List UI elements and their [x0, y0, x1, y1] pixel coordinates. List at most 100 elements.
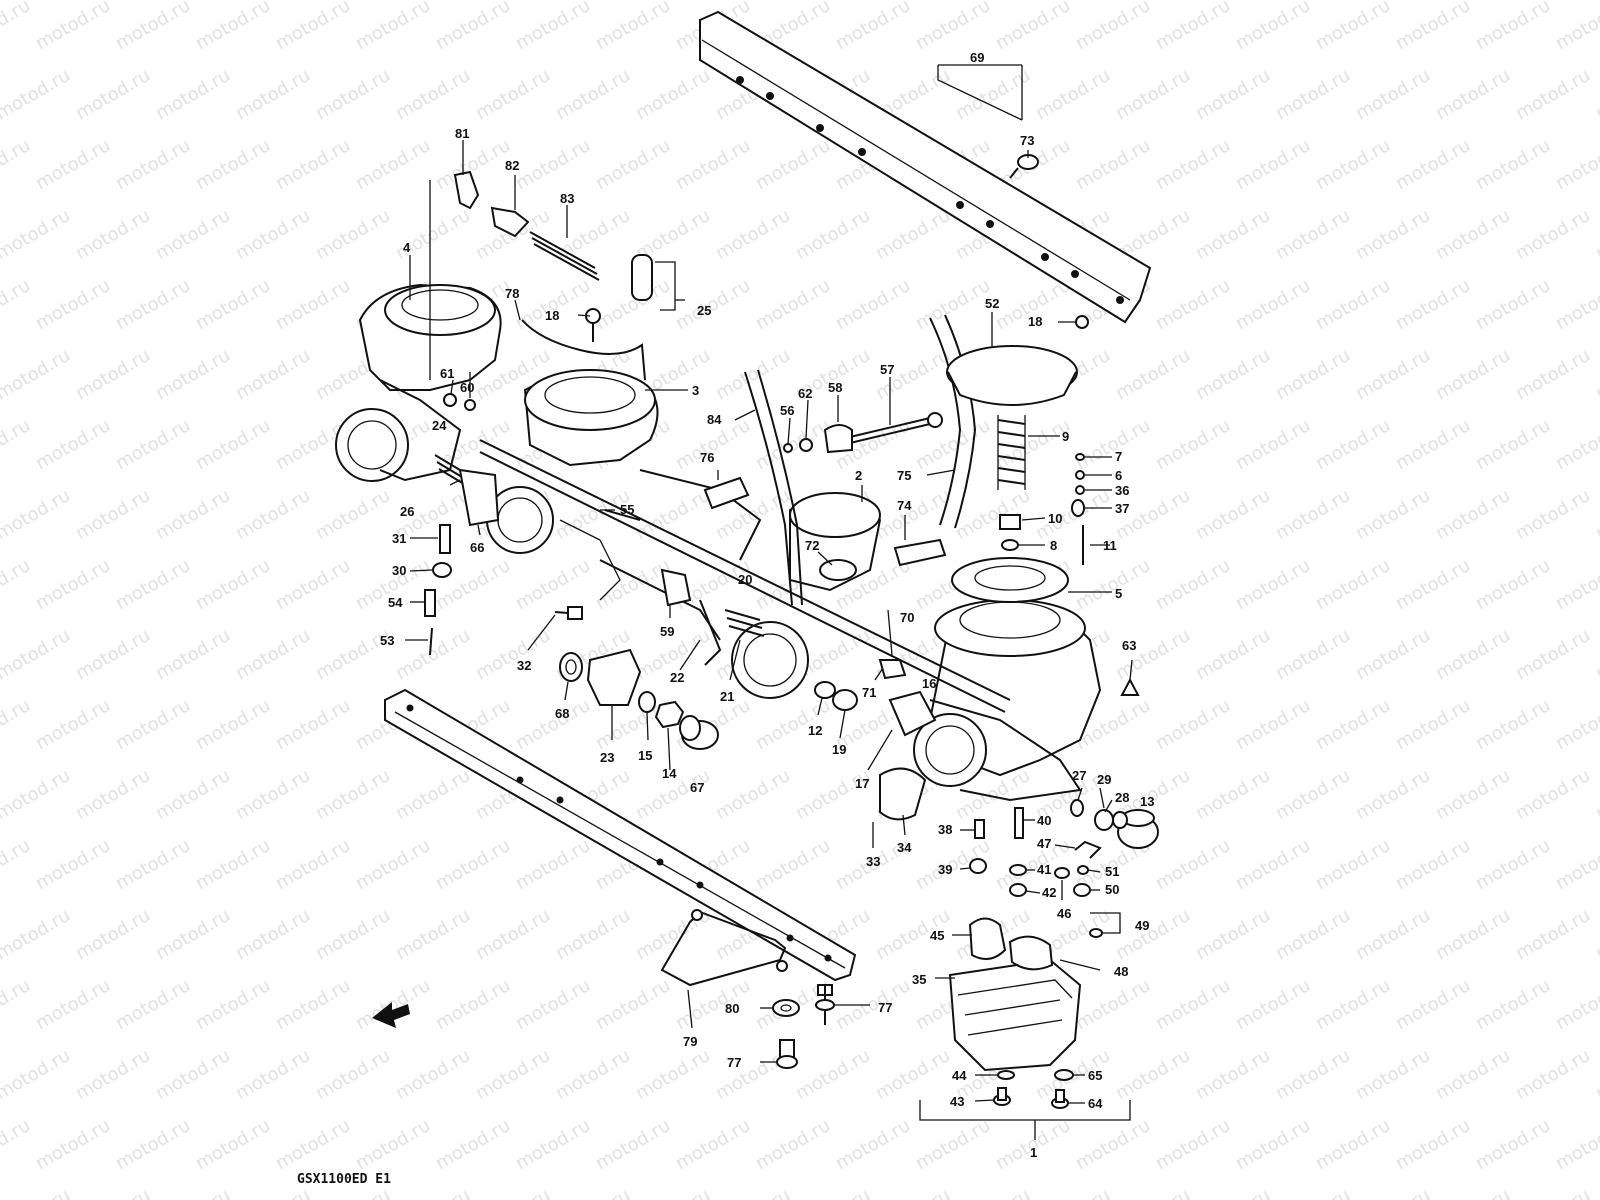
- watermark-text: motod.ru: [1352, 345, 1434, 404]
- watermark-text: motod.ru: [0, 975, 34, 1034]
- watermark-text: motod.ru: [192, 835, 274, 894]
- spring-9: [997, 415, 1026, 490]
- part-label-48: 48: [1114, 964, 1128, 979]
- watermark-text: motod.ru: [1072, 975, 1154, 1034]
- watermark-text: motod.ru: [672, 275, 754, 334]
- part-label-73: 73: [1020, 133, 1034, 148]
- watermark-text: motod.ru: [152, 625, 234, 684]
- watermark-text: motod.ru: [152, 765, 234, 824]
- watermark-text: motod.ru: [592, 135, 674, 194]
- watermark-text: motod.ru: [1512, 1045, 1594, 1104]
- part-label-18a: 18: [545, 308, 559, 323]
- watermark-text: motod.ru: [1312, 835, 1394, 894]
- watermark-text: motod.ru: [1552, 275, 1600, 334]
- watermark-text: motod.ru: [912, 0, 994, 54]
- watermark-text: motod.ru: [1272, 345, 1354, 404]
- watermark-text: motod.ru: [232, 625, 314, 684]
- part-label-50: 50: [1105, 882, 1119, 897]
- watermark-text: motod.ru: [1312, 135, 1394, 194]
- watermark-text: motod.ru: [552, 65, 634, 124]
- watermark-text: motod.ru: [552, 1045, 634, 1104]
- part-label-68: 68: [555, 706, 569, 721]
- watermark-text: motod.ru: [1072, 0, 1154, 54]
- part-label-77a: 77: [878, 1000, 892, 1015]
- watermark-text: motod.ru: [1112, 1185, 1194, 1200]
- watermark-text: motod.ru: [752, 415, 834, 474]
- bottom-mounting-plate: [384, 688, 857, 982]
- part-label-69: 69: [970, 50, 984, 65]
- watermark-text: motod.ru: [1472, 975, 1554, 1034]
- part-label-17: 17: [855, 776, 869, 791]
- watermark-text: motod.ru: [592, 0, 674, 54]
- part-label-11: 11: [1103, 538, 1117, 553]
- watermark-text: motod.ru: [712, 765, 794, 824]
- part-label-27: 27: [1072, 768, 1086, 783]
- watermark-text: motod.ru: [712, 205, 794, 264]
- carburetor-bank: [335, 283, 1102, 802]
- watermark-text: motod.ru: [1592, 205, 1600, 264]
- watermark-text: motod.ru: [392, 1045, 474, 1104]
- float-bowl-35: [948, 958, 1082, 1072]
- part-label-61: 61: [440, 366, 454, 381]
- watermark-text: motod.ru: [72, 765, 154, 824]
- watermark-text: motod.ru: [272, 0, 354, 54]
- watermark-text: motod.ru: [872, 1045, 954, 1104]
- watermark-text: motod.ru: [632, 65, 714, 124]
- watermark-text: motod.ru: [192, 1115, 274, 1174]
- small-parts: [424, 154, 1159, 1109]
- watermark-text: motod.ru: [72, 625, 154, 684]
- watermark-text: motod.ru: [0, 415, 34, 474]
- watermark-text: motod.ru: [1352, 905, 1434, 964]
- part-label-74: 74: [897, 498, 912, 513]
- watermark-text: motod.ru: [0, 695, 34, 754]
- part-label-5: 5: [1115, 586, 1122, 601]
- watermark-text: motod.ru: [1592, 485, 1600, 544]
- watermark-text: motod.ru: [1152, 975, 1234, 1034]
- part-label-64: 64: [1088, 1096, 1103, 1111]
- watermark-text: motod.ru: [1552, 695, 1600, 754]
- part-label-2: 2: [855, 468, 862, 483]
- watermark-text: motod.ru: [552, 905, 634, 964]
- part-label-83: 83: [560, 191, 574, 206]
- part-label-41: 41: [1037, 862, 1051, 877]
- front-arrow-icon: [372, 1002, 410, 1028]
- watermark-text: motod.ru: [1352, 1185, 1434, 1200]
- watermark-text: motod.ru: [1192, 625, 1274, 684]
- watermark-text: motod.ru: [792, 1045, 874, 1104]
- part-label-33: 33: [866, 854, 880, 869]
- part-label-72: 72: [805, 538, 819, 553]
- screw-57: [849, 412, 943, 444]
- watermark-text: motod.ru: [1072, 1115, 1154, 1174]
- watermark-text: motod.ru: [152, 1185, 234, 1200]
- watermark-text: motod.ru: [512, 1115, 594, 1174]
- watermark-text: motod.ru: [752, 275, 834, 334]
- watermark-text: motod.ru: [432, 0, 514, 54]
- watermark-text: motod.ru: [0, 205, 74, 264]
- watermark-text: motod.ru: [1392, 835, 1474, 894]
- part-label-49: 49: [1135, 918, 1149, 933]
- watermark-text: motod.ru: [1592, 65, 1600, 124]
- watermark-text: motod.ru: [1232, 275, 1314, 334]
- watermark-text: motod.ru: [272, 275, 354, 334]
- watermark-text: motod.ru: [872, 205, 954, 264]
- watermark-text: motod.ru: [32, 695, 114, 754]
- part-label-53: 53: [380, 633, 394, 648]
- part-label-15: 15: [638, 748, 652, 763]
- watermark-text: motod.ru: [1352, 1045, 1434, 1104]
- watermark-text: motod.ru: [1312, 0, 1394, 54]
- part-label-36: 36: [1115, 483, 1129, 498]
- watermark-text: motod.ru: [312, 905, 394, 964]
- watermark-text: motod.ru: [1192, 65, 1274, 124]
- watermark-text: motod.ru: [1112, 625, 1194, 684]
- watermark-text: motod.ru: [912, 275, 994, 334]
- watermark-text: motod.ru: [1432, 345, 1514, 404]
- watermark-text: motod.ru: [32, 275, 114, 334]
- watermark-text: motod.ru: [72, 485, 154, 544]
- watermark-text: motod.ru: [1432, 765, 1514, 824]
- watermark-text: motod.ru: [272, 695, 354, 754]
- part-label-18b: 18: [1028, 314, 1042, 329]
- watermark-text: motod.ru: [1392, 555, 1474, 614]
- part-label-45: 45: [930, 928, 944, 943]
- watermark-text: motod.ru: [1272, 625, 1354, 684]
- watermark-text: motod.ru: [272, 1115, 354, 1174]
